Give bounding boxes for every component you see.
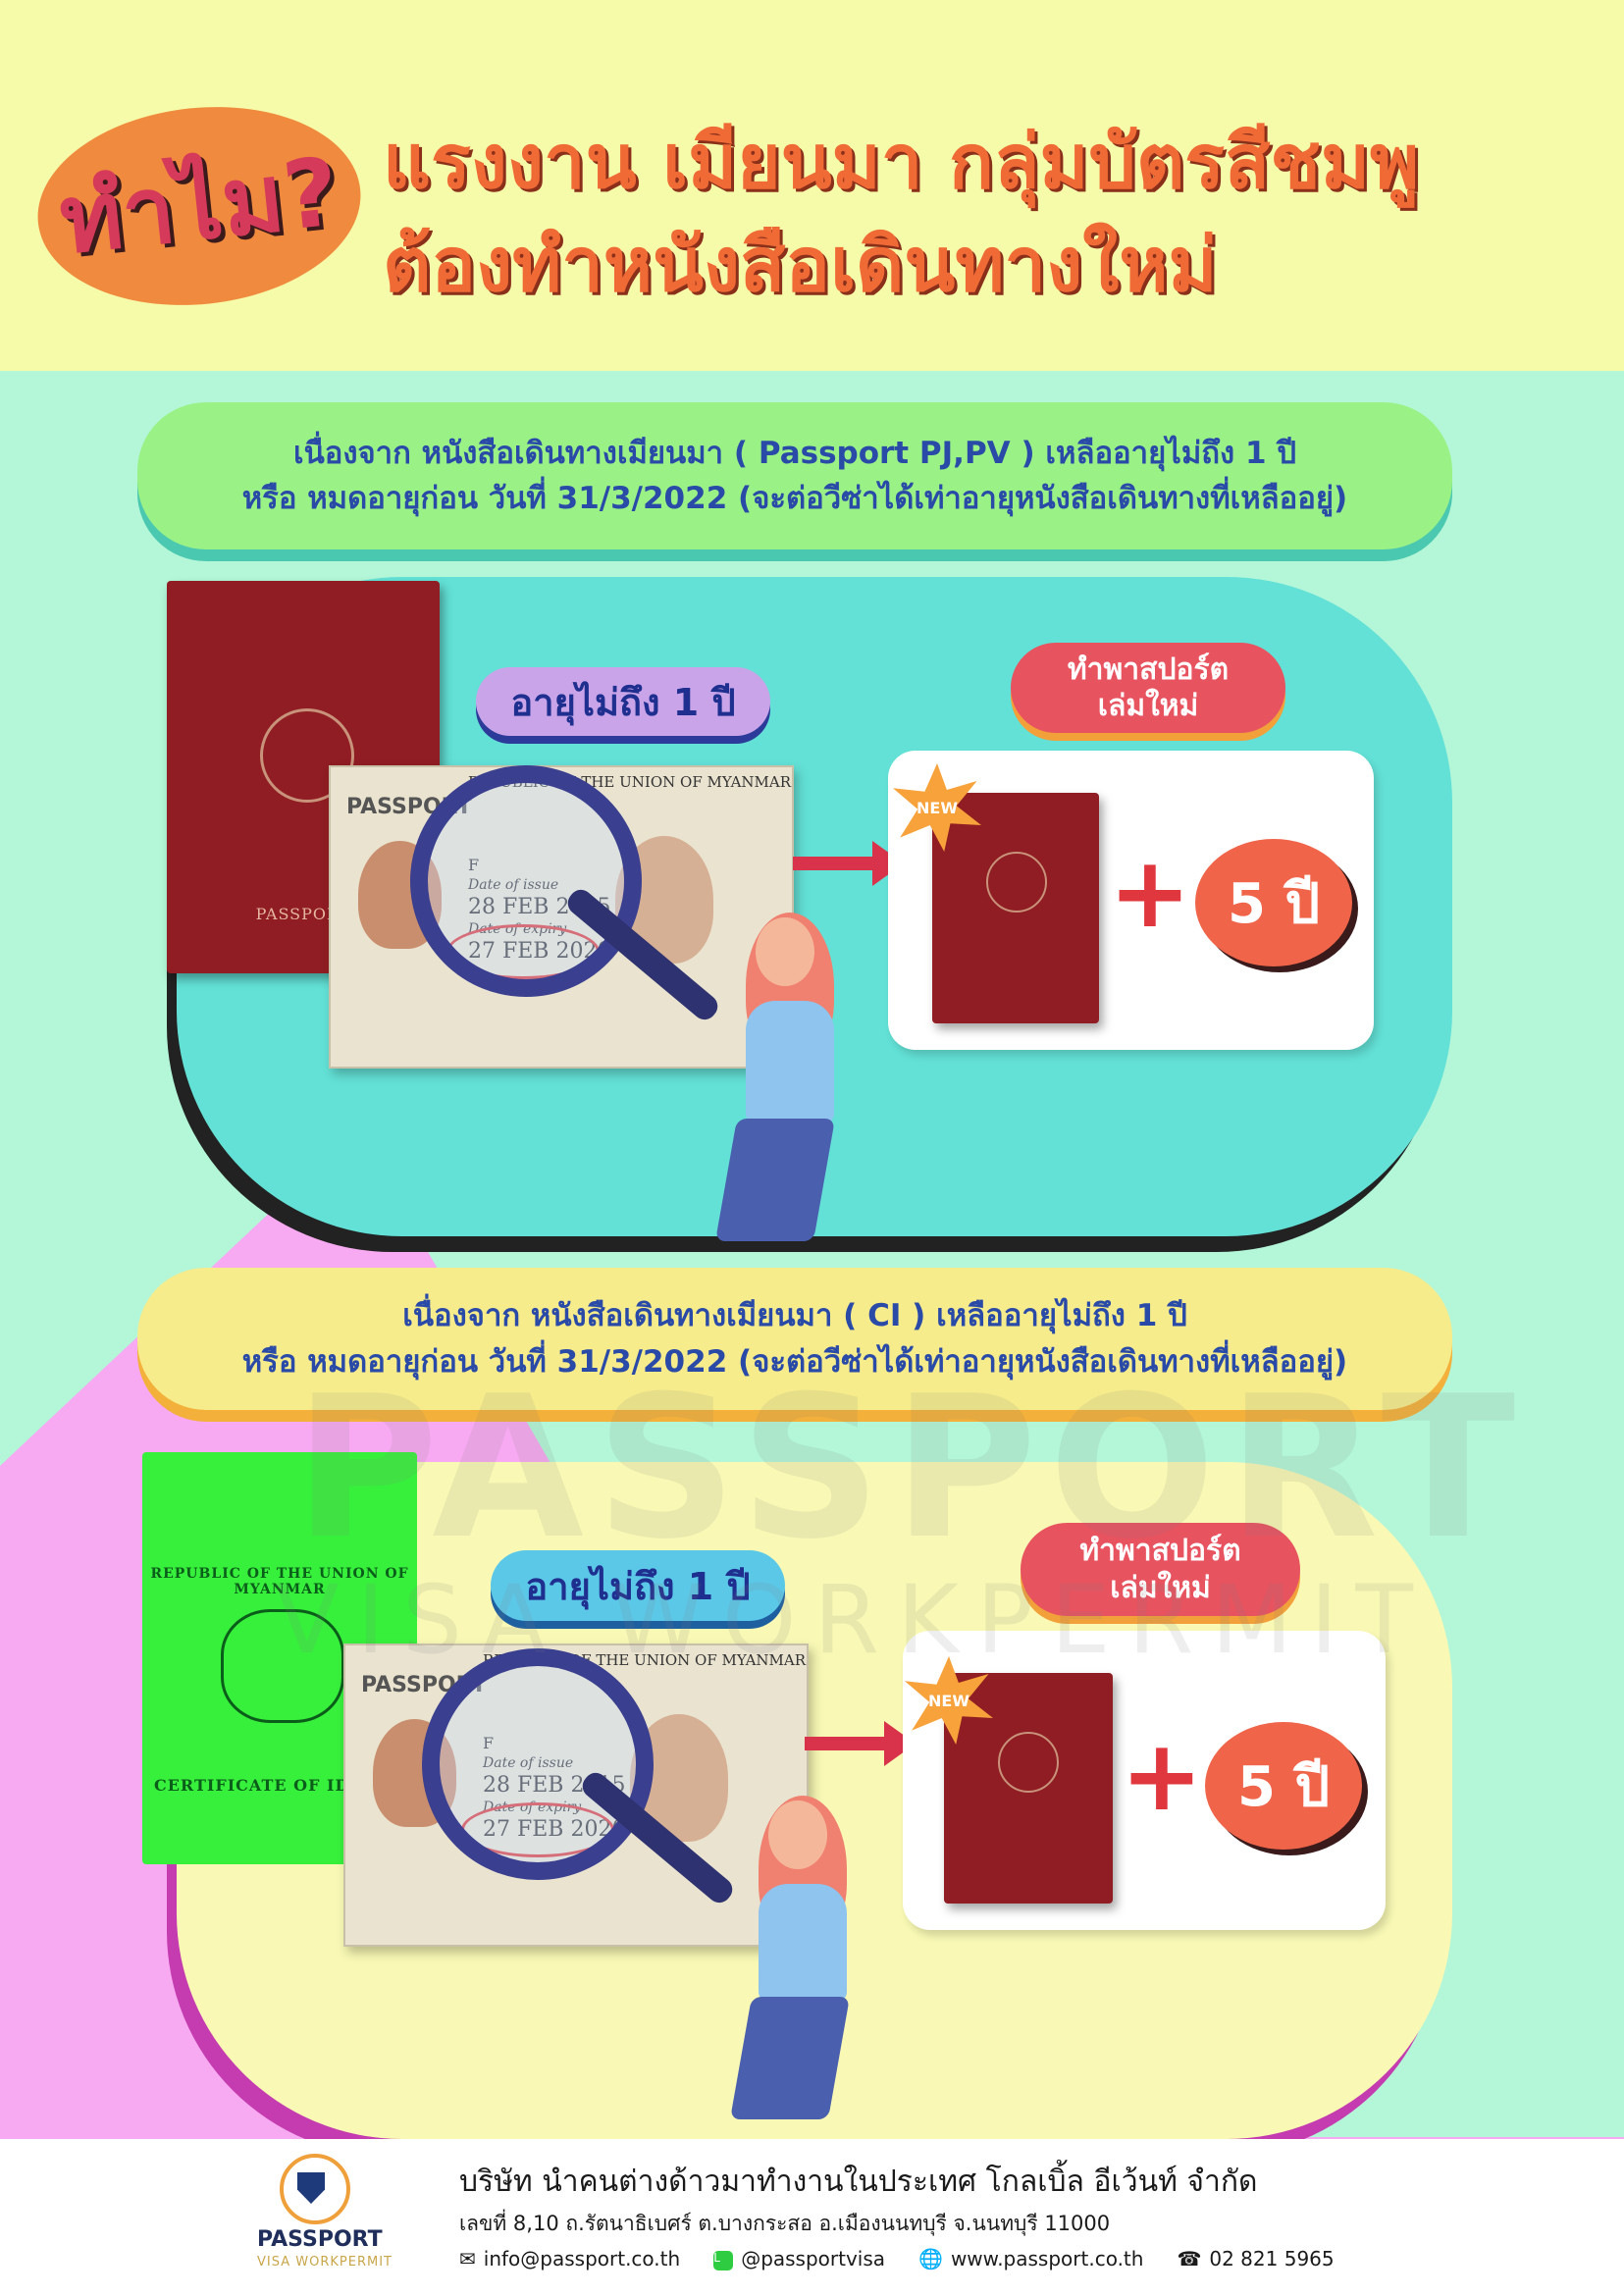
website-text: www.passport.co.th bbox=[950, 2247, 1144, 2270]
section1-new-passport-book bbox=[932, 793, 1099, 1023]
mail-icon: ✉ bbox=[459, 2247, 476, 2270]
section1-reason-bar: เนื่องจาก หนังสือเดินทางเมียนมา ( Passpo… bbox=[137, 402, 1452, 549]
section2-reason-line2: หรือ หมดอายุก่อน วันที่ 31/3/2022 (จะต่อ… bbox=[241, 1343, 1348, 1380]
section2-new-line1: ทำพาสปอร์ต bbox=[1079, 1534, 1241, 1568]
watermark-visa-workpermit: VISA WORKPERMIT bbox=[275, 1565, 1432, 1675]
phone-text: 02 821 5965 bbox=[1209, 2247, 1335, 2270]
section1-new-line2: เล่มใหม่ bbox=[1097, 689, 1199, 723]
section1-age-pill: อายุไม่ถึง 1 ปี bbox=[476, 667, 770, 736]
page-title-line1: แรงงาน เมียนมา กลุ่มบัตรสีชมพู bbox=[383, 118, 1420, 205]
magnifier2-icon bbox=[422, 1648, 654, 1880]
contact-line[interactable]: L @passportvisa bbox=[713, 2247, 885, 2270]
green-emblem-icon bbox=[221, 1609, 344, 1723]
green-book-country: REPUBLIC OF THE UNION OF MYANMAR bbox=[150, 1566, 409, 1597]
why-badge-text: ทำไม? bbox=[54, 136, 344, 276]
section2-years-badge: 5 ปี bbox=[1205, 1722, 1362, 1850]
section2-new-passport-pill: ทำพาสปอร์ต เล่มใหม่ bbox=[1021, 1523, 1300, 1616]
section1-reason-line2: หรือ หมดอายุก่อน วันที่ 31/3/2022 (จะต่อ… bbox=[241, 481, 1348, 516]
section2-reason-line1: เนื่องจาก หนังสือเดินทางเมียนมา ( CI ) เ… bbox=[402, 1298, 1187, 1333]
new-book2-emblem-icon bbox=[998, 1732, 1059, 1793]
person1-head bbox=[756, 917, 814, 986]
footer bbox=[0, 2139, 1624, 2296]
new-book-emblem-icon bbox=[986, 852, 1047, 913]
contact-row: ✉ info@passport.co.th L @passportvisa 🌐 www… bbox=[459, 2247, 1335, 2270]
company-name: บริษัท นำคนต่างด้าวมาทำงานในประเทศ โกลเบ… bbox=[459, 2165, 1258, 2199]
section2-plus: + bbox=[1121, 1718, 1203, 1833]
section2-arrow-icon bbox=[805, 1721, 916, 1766]
logo-subtitle: VISA WORKPERMIT bbox=[257, 2255, 393, 2270]
section1-new-passport-pill: ทำพาสปอร์ต เล่มใหม่ bbox=[1011, 643, 1285, 733]
watermark-passport: PASSPORT bbox=[294, 1354, 1528, 1583]
person2-head bbox=[768, 1800, 827, 1869]
person1-body bbox=[746, 1001, 834, 1123]
phone-icon: ☎ bbox=[1177, 2247, 1202, 2270]
green-book-label: CERTIFICATE OF IDE bbox=[154, 1776, 363, 1795]
contact-email[interactable]: ✉ info@passport.co.th bbox=[459, 2247, 680, 2270]
section1-new-line1: ทำพาสปอร์ต bbox=[1067, 652, 1230, 687]
line-app-icon: L bbox=[713, 2250, 734, 2270]
contact-website[interactable]: 🌐 www.passport.co.th bbox=[918, 2247, 1143, 2270]
email-text: info@passport.co.th bbox=[483, 2247, 681, 2270]
section2-age-pill: อายุไม่ถึง 1 ปี bbox=[491, 1550, 785, 1621]
section2-new-line2: เล่มใหม่ bbox=[1110, 1570, 1211, 1605]
page-title-line2: ต้องทำหนังสือเดินทางใหม่ bbox=[383, 221, 1218, 308]
emblem-icon bbox=[260, 708, 354, 803]
company-address: เลขที่ 8,10 ถ.รัตนาธิเบศร์ ต.บางกระสอ อ.… bbox=[459, 2212, 1111, 2235]
section1-arrow-icon bbox=[793, 841, 904, 886]
section2-reason-bar: เนื่องจาก หนังสือเดินทางเมียนมา ( CI ) เ… bbox=[137, 1268, 1452, 1410]
person2-body bbox=[759, 1884, 847, 2002]
section1-years-badge: 5 ปี bbox=[1195, 839, 1352, 966]
logo-name: PASSPORT bbox=[257, 2227, 383, 2252]
magnifier-icon bbox=[410, 765, 642, 997]
section1-reason-line1: เนื่องจาก หนังสือเดินทางเมียนมา ( Passpo… bbox=[292, 435, 1297, 471]
section1-plus: + bbox=[1109, 835, 1191, 950]
logo-ring-icon bbox=[280, 2154, 350, 2224]
line-text: @passportvisa bbox=[741, 2247, 886, 2270]
maroon-book-label: PASSPORT bbox=[255, 905, 351, 923]
contact-phone[interactable]: ☎ 02 821 5965 bbox=[1177, 2247, 1334, 2270]
globe-icon: 🌐 bbox=[918, 2247, 943, 2270]
